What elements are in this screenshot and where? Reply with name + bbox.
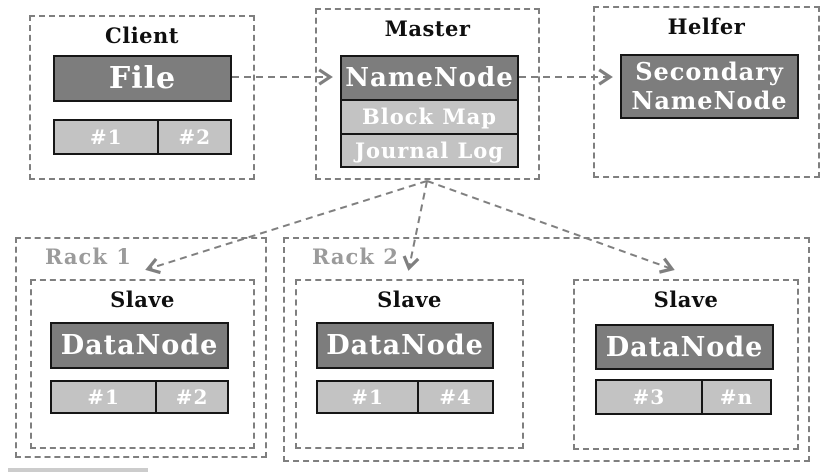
rack1-label: Rack 1 xyxy=(45,244,132,269)
client-block-1: #1 xyxy=(55,121,158,153)
bottom-edge-artifact-bar xyxy=(8,468,148,472)
client-group-box: Client File #1 #2 xyxy=(29,15,255,180)
helper-group-title: Helfer xyxy=(667,14,746,39)
rack2-slave1-blocks-row: #1 #4 xyxy=(316,380,494,414)
rack2-slave1-block-2: #4 xyxy=(417,382,492,412)
block-map-row: Block Map xyxy=(342,99,517,133)
namenode-node: NameNode xyxy=(342,57,517,99)
master-group-box: Master NameNode Block Map Journal Log xyxy=(315,8,540,180)
rack1-datanode-node: DataNode xyxy=(50,322,229,369)
rack2-label: Rack 2 xyxy=(312,244,399,269)
client-block-2: #2 xyxy=(157,121,230,153)
rack2-datanode1-node: DataNode xyxy=(316,322,494,369)
rack2-slave2-block-2: #n xyxy=(700,381,770,413)
rack2-slave1-block-1: #1 xyxy=(318,382,418,412)
rack2-slave1-title: Slave xyxy=(377,287,442,312)
rack1-blocks-row: #1 #2 xyxy=(50,380,229,414)
rack2-slave1-box: Slave DataNode #1 #4 xyxy=(295,279,524,449)
rack2-group-box: Rack 2 Slave DataNode #1 #4 Slave DataNo… xyxy=(283,237,810,462)
secondary-namenode-line2: NameNode xyxy=(631,85,788,115)
rack1-slave-title: Slave xyxy=(110,287,175,312)
rack2-slave2-box: Slave DataNode #3 #n xyxy=(573,279,799,450)
helper-group-box: Helfer Secondary NameNode xyxy=(593,6,820,178)
file-node: File xyxy=(53,55,232,102)
secondary-namenode-node: Secondary NameNode xyxy=(620,54,799,119)
journal-log-row: Journal Log xyxy=(342,132,517,166)
rack1-block-1: #1 xyxy=(52,382,156,412)
rack1-group-box: Rack 1 Slave DataNode #1 #2 xyxy=(15,237,267,458)
namenode-stack: NameNode Block Map Journal Log xyxy=(340,55,519,168)
rack1-block-2: #2 xyxy=(155,382,227,412)
rack2-slave2-block-1: #3 xyxy=(597,381,701,413)
rack2-slave2-title: Slave xyxy=(653,287,719,312)
master-group-title: Master xyxy=(384,16,471,41)
secondary-namenode-line1: Secondary xyxy=(635,57,784,87)
client-blocks-row: #1 #2 xyxy=(53,119,232,155)
rack1-slave-box: Slave DataNode #1 #2 xyxy=(30,279,255,449)
rack2-slave2-blocks-row: #3 #n xyxy=(595,379,772,415)
rack2-datanode2-node: DataNode xyxy=(595,324,774,370)
client-group-title: Client xyxy=(105,23,179,48)
